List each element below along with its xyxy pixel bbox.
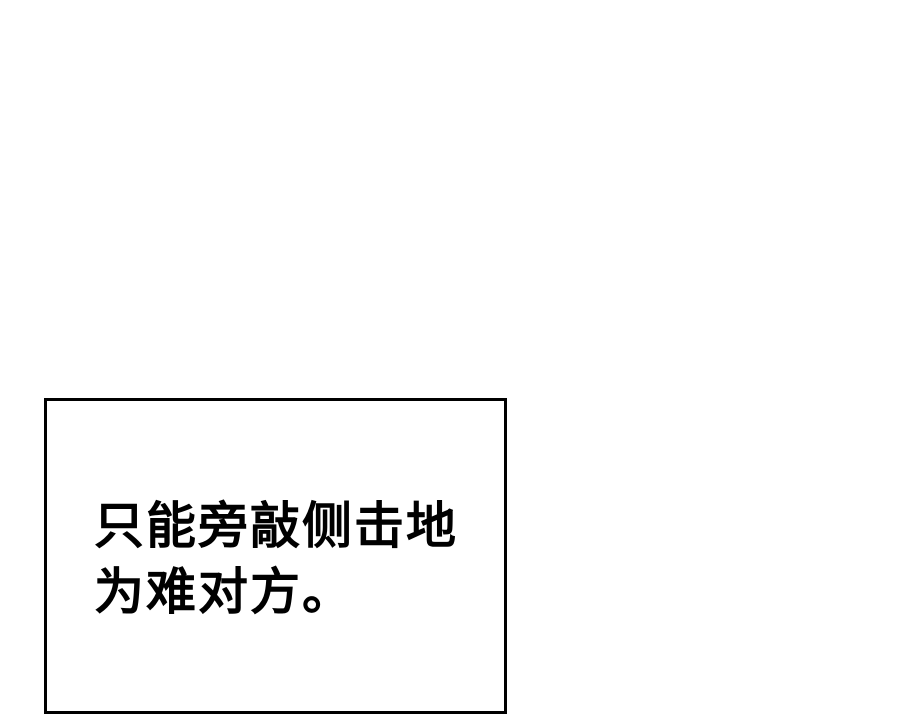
narration-line-2: 为难对方。 — [94, 563, 354, 621]
narration-line-1: 只能旁敲侧击地 — [94, 497, 458, 555]
narration-box: 只能旁敲侧击地 为难对方。 — [44, 398, 507, 714]
narration-text: 只能旁敲侧击地 为难对方。 — [94, 493, 458, 625]
